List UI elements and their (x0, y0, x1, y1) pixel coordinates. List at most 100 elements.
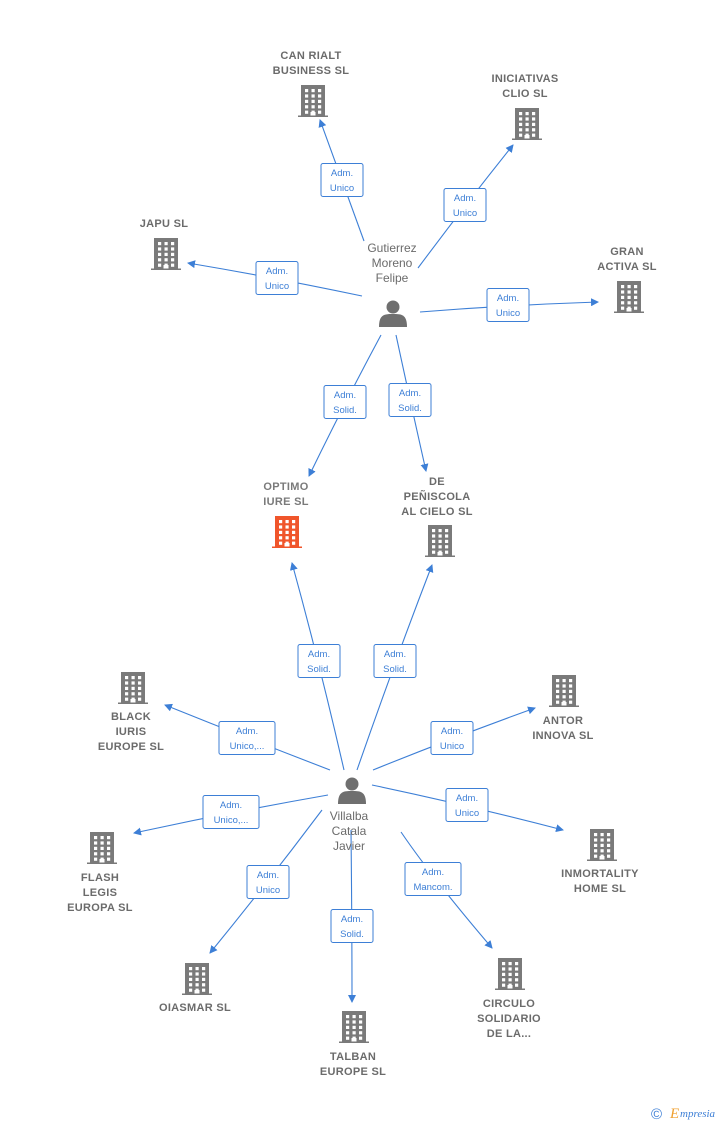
building-icon (512, 108, 542, 140)
role-label-line-1: Unico (455, 808, 479, 819)
role-label-box[interactable] (445, 788, 489, 822)
role-label-box[interactable] (404, 862, 462, 896)
company-name-line-0: DE (429, 476, 445, 488)
company-name-line-0: CAN RIALT (280, 50, 341, 62)
role-label-line-1: Unico,... (230, 741, 265, 752)
role-label-box[interactable] (486, 288, 530, 322)
company-name-line-2: EUROPE SL (98, 741, 164, 753)
role-label-line-1: Unico (330, 183, 354, 194)
company-name-line-0: INICIATIVAS (491, 73, 558, 85)
edge-villalba-to-talban-europe: Adm.Solid. (330, 829, 374, 1003)
company-node-antor-innova[interactable]: ANTOR INNOVA SL (532, 675, 593, 742)
role-label-line-1: Unico (496, 308, 520, 319)
building-icon (425, 525, 455, 557)
company-name-line-0: TALBAN (330, 1051, 376, 1063)
role-label-line-0: Adm. (220, 800, 242, 811)
company-name-line-0: FLASH (81, 872, 119, 884)
role-label-line-1: Unico (453, 208, 477, 219)
role-label-line-1: Solid. (333, 405, 357, 416)
role-label-box[interactable] (330, 909, 374, 943)
person-icon (338, 777, 366, 804)
edge-gutierrez-to-de-peniscola: Adm. Solid. (388, 334, 432, 472)
role-label-line-0: Adm. (236, 726, 258, 737)
brand-name[interactable]: mpresia (680, 1108, 716, 1120)
edge-villalba-to-de-peniscola: Adm.Solid. (356, 564, 434, 771)
edge-villalba-to-black-iuris: Adm. Unico,... (164, 703, 331, 771)
company-node-oiasmar[interactable]: OIASMAR SL (159, 963, 231, 1014)
edge-gutierrez-to-iniciativas-clio: Adm. Unico (417, 144, 514, 269)
role-label-line-0: Adm. (422, 867, 444, 878)
role-label-line-0: Adm. (331, 168, 353, 179)
company-node-can-rialt[interactable]: CAN RIALT BUSINESS SL (273, 50, 350, 117)
edge-villalba-to-inmortality-home: Adm.Unico (371, 784, 564, 833)
building-icon (272, 516, 302, 548)
person-icon (379, 300, 407, 327)
company-name-line-1: PEÑISCOLA (404, 490, 471, 503)
role-label-box[interactable] (373, 644, 417, 678)
company-name-line-2: DE LA... (487, 1028, 532, 1040)
role-label-line-1: Unico (265, 281, 289, 292)
company-node-inmortality-home[interactable]: INMORTALITY HOME SL (561, 829, 639, 895)
company-name-line-0: INMORTALITY (561, 868, 639, 880)
company-name-line-2: AL CIELO SL (401, 506, 473, 518)
role-label-line-1: Solid. (307, 664, 331, 675)
company-name-line-1: ACTIVA SL (597, 261, 657, 273)
company-node-gran-activa[interactable]: GRAN ACTIVA SL (597, 246, 657, 313)
edge-gutierrez-to-japu: Adm. Unico (187, 260, 363, 297)
role-label-line-1: Unico (440, 741, 464, 752)
building-icon (549, 675, 579, 707)
company-name-line-1: LEGIS (83, 887, 118, 899)
role-label-line-0: Adm. (266, 266, 288, 277)
edge-villalba-to-antor-innova: Adm. Unico (372, 706, 536, 771)
company-name-line-1: INNOVA SL (532, 730, 593, 742)
role-label-box[interactable] (430, 721, 474, 755)
building-icon (587, 829, 617, 861)
company-node-japu[interactable]: JAPU SL (140, 218, 189, 270)
role-label-box[interactable] (255, 261, 299, 295)
person-name-line-0: Gutierrez (367, 241, 416, 255)
company-name-line-0: GRAN (610, 246, 644, 258)
role-label-box[interactable] (320, 163, 364, 197)
company-name-line-0: CIRCULO (483, 998, 535, 1010)
role-label-line-1: Mancom. (413, 882, 452, 893)
role-label-box[interactable] (202, 795, 260, 829)
role-label-box[interactable] (246, 865, 290, 899)
brand-initial: E (669, 1106, 679, 1122)
role-label-line-0: Adm. (257, 870, 279, 881)
role-label-box[interactable] (218, 721, 276, 755)
role-label-line-0: Adm. (441, 726, 463, 737)
company-name-line-1: HOME SL (574, 883, 626, 895)
company-name-line-1: EUROPE SL (320, 1066, 386, 1078)
company-name-line-1: SOLIDARIO (477, 1013, 541, 1025)
role-label-box[interactable] (388, 383, 432, 417)
building-icon (298, 85, 328, 117)
role-label-line-0: Adm. (399, 388, 421, 399)
company-name-line-0: OIASMAR SL (159, 1002, 231, 1014)
building-icon (614, 281, 644, 313)
role-label-line-0: Adm. (454, 193, 476, 204)
edge-gutierrez-to-can-rialt: Adm. Unico (318, 119, 365, 242)
edge-gutierrez-to-optimo-iure: Adm.Solid. (308, 334, 382, 477)
company-node-talban-europe[interactable]: TALBAN EUROPE SL (320, 1011, 386, 1078)
company-node-de-peniscola[interactable]: DE PEÑISCOLA AL CIELO SL (401, 476, 473, 557)
role-label-box[interactable] (323, 385, 367, 419)
company-name-line-0: ANTOR (543, 715, 583, 727)
building-icon (339, 1011, 369, 1043)
role-label-line-0: Adm. (308, 649, 330, 660)
role-label-box[interactable] (443, 188, 487, 222)
company-name-line-1: BUSINESS SL (273, 65, 350, 77)
edge-villalba-to-optimo-iure: Adm. Solid. (290, 562, 345, 771)
role-label-box[interactable] (297, 644, 341, 678)
role-label-line-1: Unico,... (214, 815, 249, 826)
company-node-circulo-solidario[interactable]: CIRCULO SOLIDARIO DE LA... (477, 958, 541, 1040)
role-label-line-1: Solid. (398, 403, 422, 414)
person-name-line-2: Felipe (376, 271, 409, 285)
